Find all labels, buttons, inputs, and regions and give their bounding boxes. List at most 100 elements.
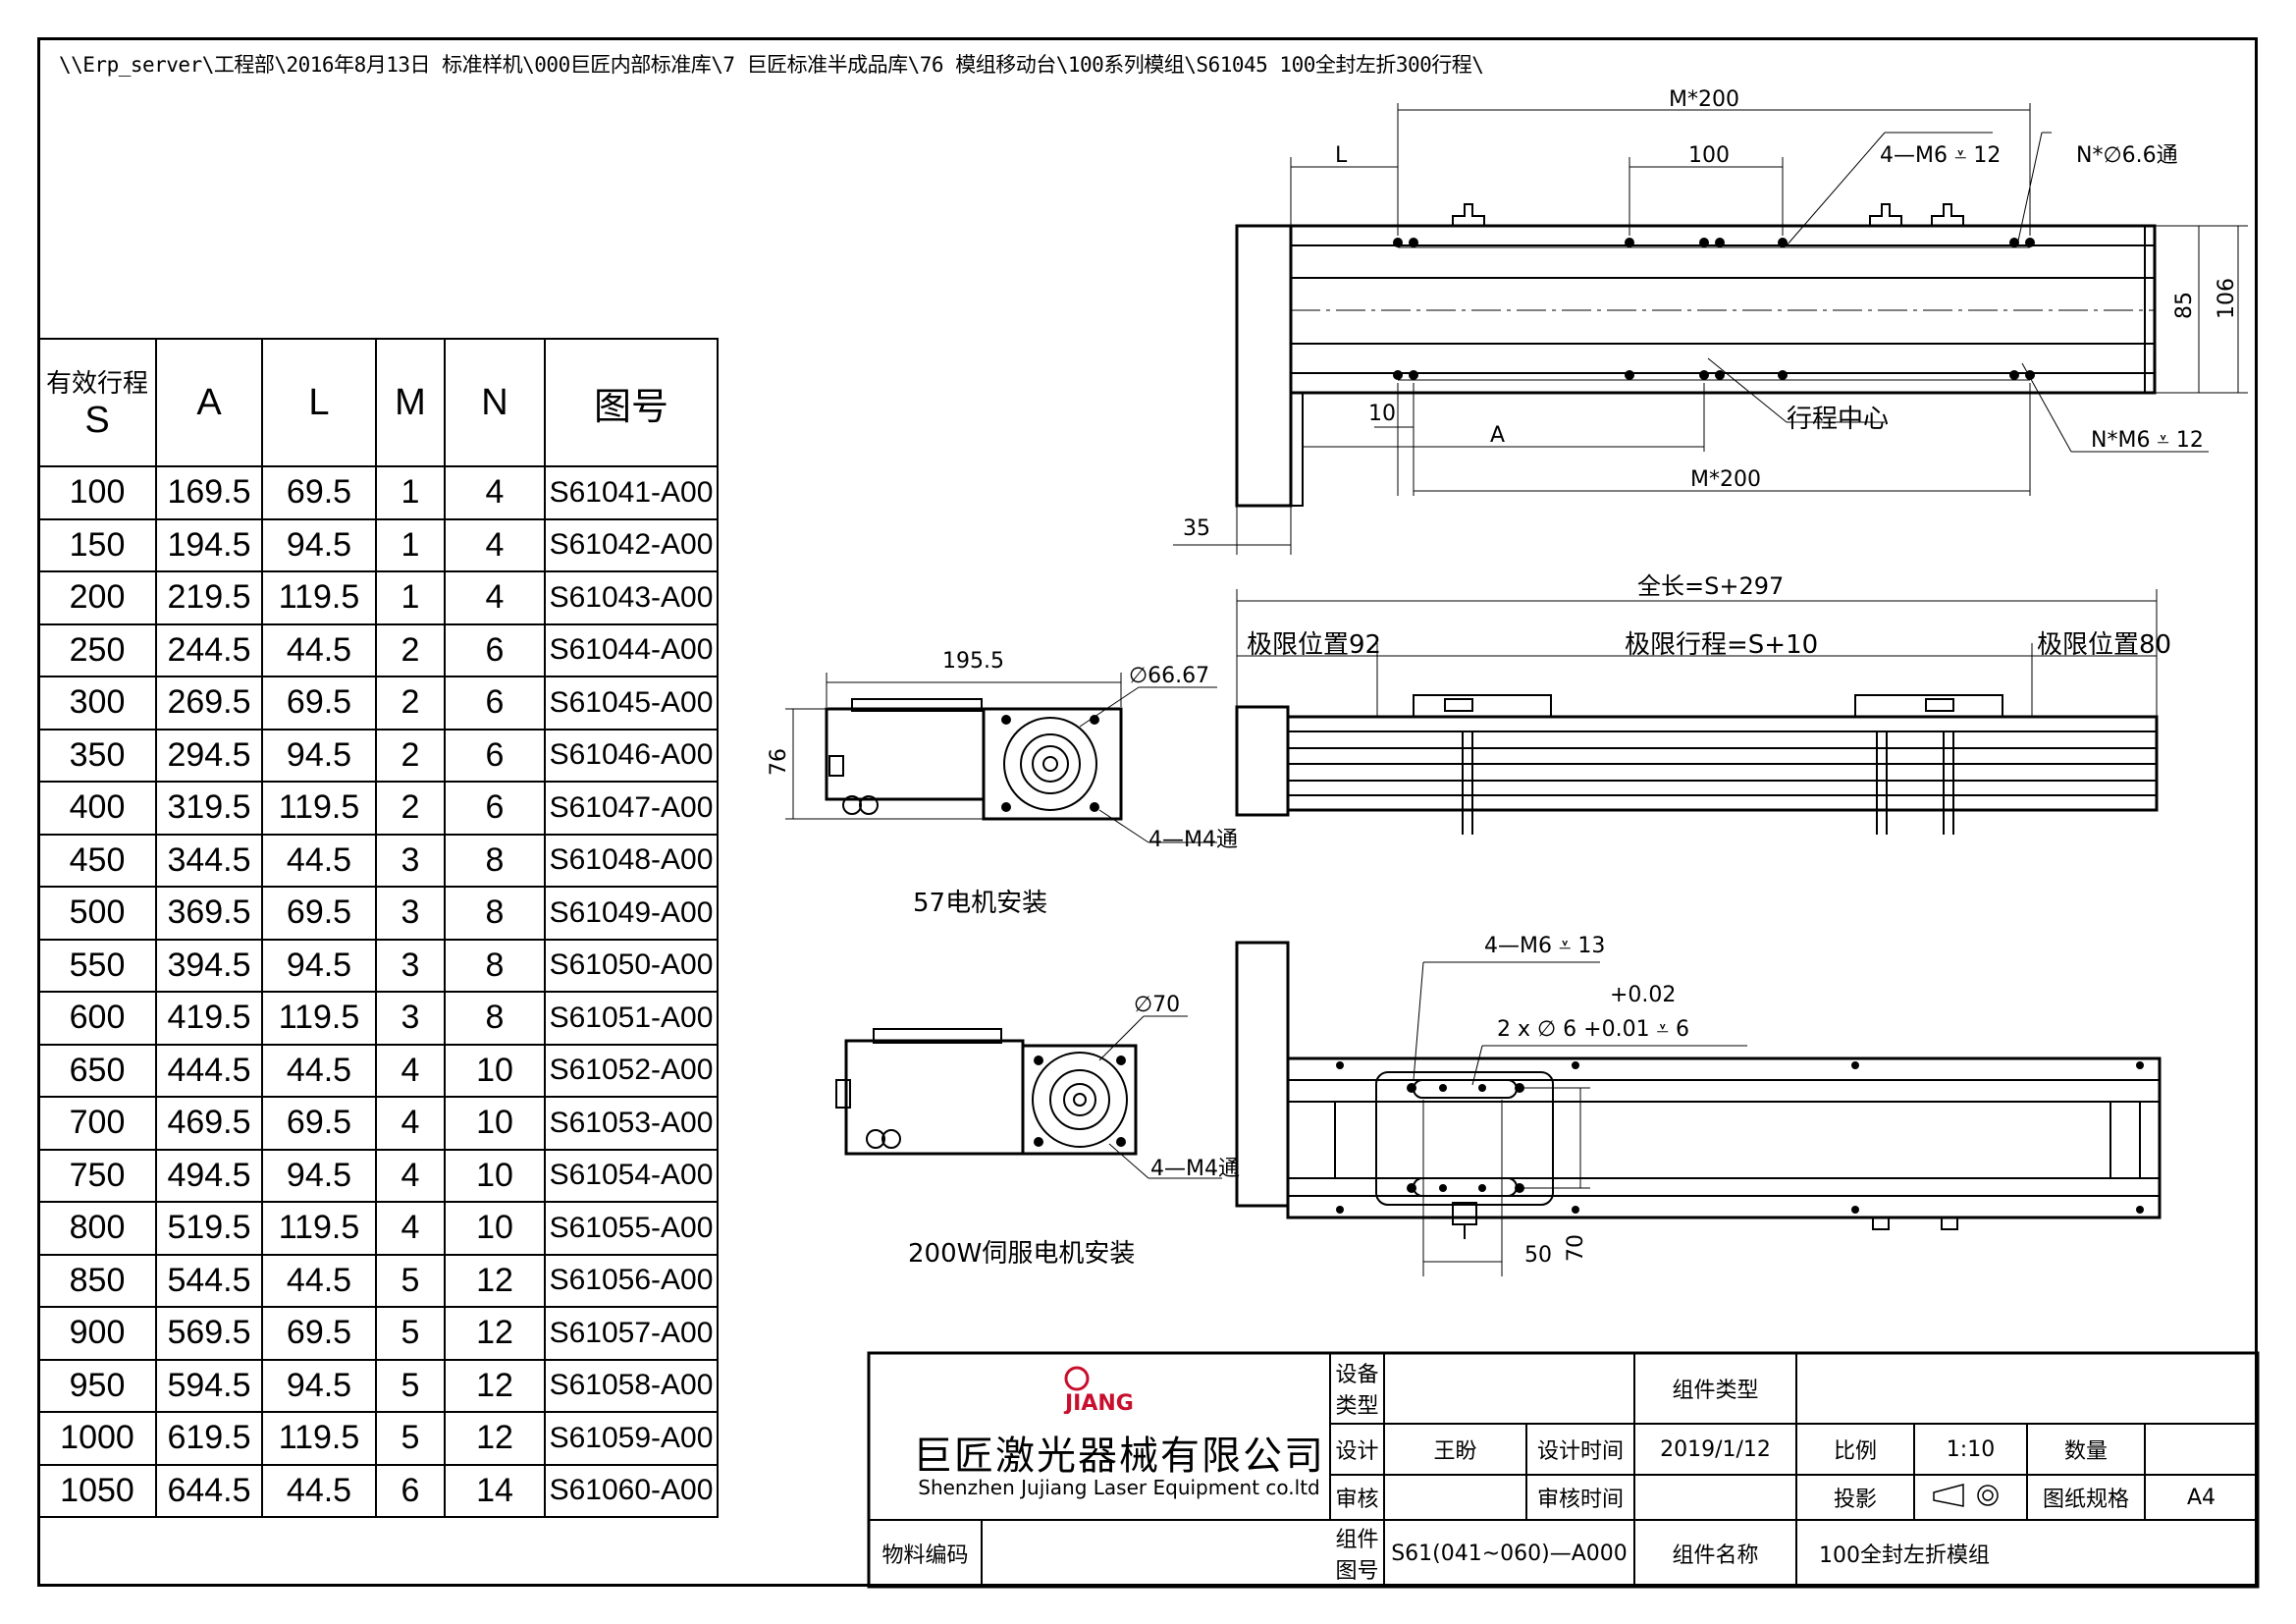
dim-total-length: 全长=S+297 — [1637, 572, 1784, 600]
scale-value: 1:10 — [1946, 1436, 1996, 1462]
dim-m200-top: M*200 — [1669, 87, 1739, 112]
part-no-label: 组件图号 — [1335, 1528, 1379, 1584]
dim-70: 70 — [1564, 1234, 1588, 1262]
cell-stroke: 200 — [37, 570, 157, 625]
header-a: A — [155, 338, 263, 467]
cell-n: 10 — [444, 1201, 546, 1256]
dim-85: 85 — [2172, 292, 2197, 319]
motor57-view — [785, 673, 1217, 843]
cell-figure-no: S61050-A00 — [544, 938, 719, 993]
cell-l: 69.5 — [261, 1306, 377, 1361]
cell-n: 8 — [444, 938, 546, 993]
cell-m: 3 — [375, 886, 446, 941]
review-label: 审核 — [1335, 1488, 1379, 1512]
cell-a: 269.5 — [155, 676, 263, 731]
cell-n: 4 — [444, 517, 546, 572]
cell-stroke: 400 — [37, 781, 157, 836]
dim-pin-tolerance-upper: +0.02 — [1610, 983, 1676, 1007]
cell-l: 44.5 — [261, 623, 377, 677]
cell-l: 94.5 — [261, 517, 377, 572]
cell-a: 194.5 — [155, 517, 263, 572]
cell-figure-no: S61053-A00 — [544, 1096, 719, 1151]
cell-n: 8 — [444, 991, 546, 1046]
cell-figure-no: S61047-A00 — [544, 781, 719, 836]
cell-stroke: 600 — [37, 991, 157, 1046]
paper-size-value: A4 — [2186, 1485, 2216, 1510]
cell-n: 8 — [444, 886, 546, 941]
cell-n: 12 — [444, 1253, 546, 1308]
cell-figure-no: S61058-A00 — [544, 1358, 719, 1413]
review-time-label: 审核时间 — [1536, 1488, 1624, 1512]
dim-106: 106 — [2215, 278, 2239, 319]
cell-m: 4 — [375, 1148, 446, 1203]
cell-figure-no: S61056-A00 — [544, 1253, 719, 1308]
cell-figure-no: S61060-A00 — [544, 1463, 719, 1518]
cell-figure-no: S61055-A00 — [544, 1201, 719, 1256]
cell-m: 3 — [375, 938, 446, 993]
cell-m: 6 — [375, 1463, 446, 1518]
cell-stroke: 350 — [37, 728, 157, 783]
cell-m: 4 — [375, 1201, 446, 1256]
dim-servo-holes: 4—M4通 — [1150, 1157, 1240, 1181]
header-n: N — [444, 338, 546, 467]
cell-a: 169.5 — [155, 465, 263, 520]
cell-l: 44.5 — [261, 1463, 377, 1518]
cell-stroke: 150 — [37, 517, 157, 572]
cell-figure-no: S61045-A00 — [544, 676, 719, 731]
cell-a: 419.5 — [155, 991, 263, 1046]
dim-l: L — [1335, 143, 1348, 168]
projection-symbol — [1933, 1484, 1999, 1507]
dim-m200-bottom: M*200 — [1690, 467, 1761, 492]
dim-a: A — [1490, 423, 1505, 448]
cell-stroke: 500 — [37, 886, 157, 941]
cell-a: 244.5 — [155, 623, 263, 677]
cell-l: 119.5 — [261, 570, 377, 625]
cell-m: 1 — [375, 570, 446, 625]
material-code-label: 物料编码 — [881, 1543, 969, 1568]
cell-a: 569.5 — [155, 1306, 263, 1361]
cell-l: 69.5 — [261, 1096, 377, 1151]
cell-figure-no: S61042-A00 — [544, 517, 719, 572]
cell-m: 2 — [375, 623, 446, 677]
cell-a: 494.5 — [155, 1148, 263, 1203]
cell-m: 2 — [375, 676, 446, 731]
dim-motor57-height: 76 — [767, 748, 791, 776]
dim-50: 50 — [1524, 1243, 1552, 1268]
cell-m: 5 — [375, 1306, 446, 1361]
cell-m: 3 — [375, 833, 446, 888]
cell-l: 69.5 — [261, 465, 377, 520]
design-label: 设计 — [1335, 1439, 1379, 1464]
dim-n-m6: N*M6 ⩡ 12 — [2091, 428, 2204, 453]
cell-stroke: 300 — [37, 676, 157, 731]
cell-l: 119.5 — [261, 1201, 377, 1256]
label-travel-center: 行程中心 — [1787, 405, 1889, 434]
cell-a: 219.5 — [155, 570, 263, 625]
group-type-label: 组件类型 — [1672, 1379, 1759, 1403]
dim-pin: 2 x ∅ 6 +0.01 ⩡ 6 — [1497, 1017, 1689, 1042]
cell-l: 44.5 — [261, 1043, 377, 1098]
dim-35: 35 — [1183, 516, 1210, 541]
device-type-label: 设备类型 — [1335, 1363, 1379, 1419]
cell-n: 4 — [444, 465, 546, 520]
cell-stroke: 550 — [37, 938, 157, 993]
part-name-value: 100全封左折模组 — [1819, 1543, 1990, 1568]
cell-m: 5 — [375, 1411, 446, 1466]
dim-bottom-holes: 4—M6 ⩡ 13 — [1484, 934, 1605, 958]
cell-a: 644.5 — [155, 1463, 263, 1518]
cell-figure-no: S61048-A00 — [544, 833, 719, 888]
cell-figure-no: S61043-A00 — [544, 570, 719, 625]
cell-l: 119.5 — [261, 781, 377, 836]
cell-figure-no: S61051-A00 — [544, 991, 719, 1046]
top-view — [1173, 103, 2248, 555]
cell-stroke: 750 — [37, 1148, 157, 1203]
cell-a: 319.5 — [155, 781, 263, 836]
